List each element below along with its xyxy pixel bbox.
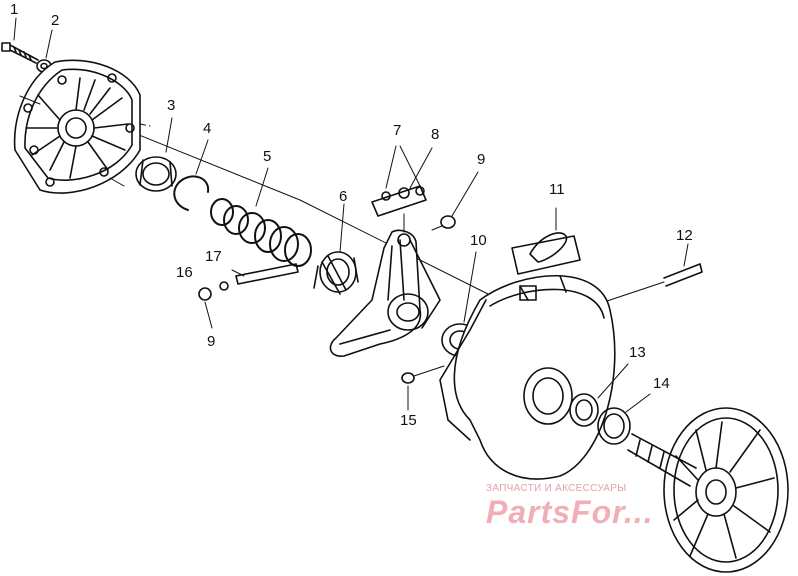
- leader-9-upper: [451, 171, 479, 217]
- callout-12: 12: [676, 227, 693, 244]
- bolt-part-12: [597, 263, 703, 305]
- leader-3: [165, 117, 173, 153]
- fixed-sheave: [627, 407, 789, 573]
- pin-part-17: [235, 263, 299, 285]
- leader-6: [339, 203, 345, 253]
- callout-6: 6: [339, 188, 348, 205]
- callout-4: 4: [203, 120, 212, 137]
- callout-2: 2: [51, 12, 60, 29]
- callout-7: 7: [393, 122, 402, 139]
- leader-4: [195, 139, 209, 175]
- snap-ring-part-4: [173, 175, 210, 211]
- watermark-logo: PartsFor...: [486, 494, 654, 530]
- leader-12: [683, 243, 689, 267]
- callout-10: 10: [470, 232, 487, 249]
- leader-13: [597, 363, 629, 399]
- bracket-part-11: [511, 207, 581, 275]
- bolt-part-1: [1, 42, 39, 64]
- callout-5: 5: [263, 148, 272, 165]
- ring-part-14: [597, 407, 631, 445]
- nut-part-15: [401, 365, 445, 384]
- leader-1: [13, 17, 17, 41]
- watermark-caption: ЗАПЧАСТИ И АКСЕССУАРЫ: [486, 483, 627, 494]
- callout-15: 15: [400, 412, 417, 429]
- callout-16: 16: [176, 264, 193, 281]
- moveable-sheave: [439, 274, 616, 480]
- nut-part-9-upper: [431, 215, 456, 231]
- callout-1: 1: [10, 1, 19, 18]
- leader-8: [409, 147, 433, 189]
- callout-9-lower: 9: [207, 333, 216, 350]
- callout-9-upper: 9: [477, 151, 486, 168]
- cover-plate: [13, 59, 141, 194]
- callout-17: 17: [205, 248, 222, 265]
- roller-part-6: [313, 251, 359, 295]
- leader-7: [385, 145, 421, 189]
- callout-3: 3: [167, 97, 176, 114]
- bushing-part-13: [569, 393, 599, 427]
- leader-17: [231, 269, 245, 277]
- leader-10: [463, 251, 477, 323]
- leader-9-lower: [204, 301, 213, 329]
- nut-box-parts-7-8: [371, 185, 427, 233]
- callout-8: 8: [431, 126, 440, 143]
- callout-11: 11: [549, 181, 565, 198]
- spider-arm: [329, 229, 441, 357]
- leader-5: [255, 167, 269, 207]
- plug-part-16: [198, 281, 229, 301]
- callout-13: 13: [629, 344, 646, 361]
- leader-14: [625, 393, 651, 413]
- bushing-part-3: [135, 156, 177, 192]
- leader-2: [45, 29, 53, 59]
- callout-14: 14: [653, 375, 670, 392]
- spring-part-5: [210, 198, 312, 267]
